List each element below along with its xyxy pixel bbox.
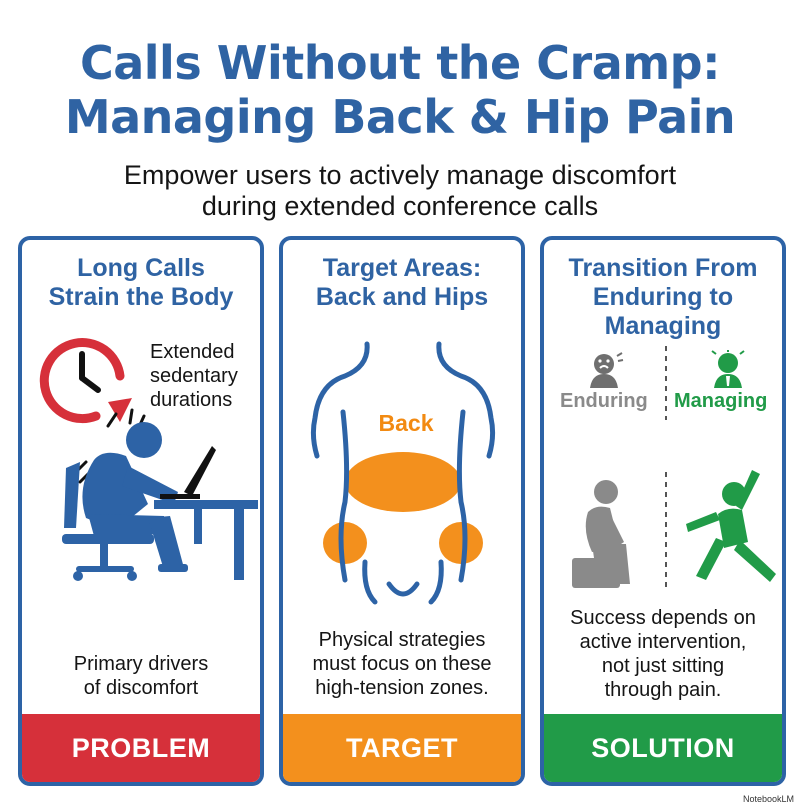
subtitle-line-2: during extended conference calls <box>201 191 599 221</box>
problem-card: Long Calls Strain the Body Extended sede… <box>18 236 264 786</box>
subtitle-line-1: Empower users to actively manage discomf… <box>123 160 677 190</box>
target-desc-line-2: must focus on these <box>312 653 492 675</box>
solution-desc-line-2: active intervention, <box>579 631 747 653</box>
solution-desc-line-4: through pain. <box>604 679 722 701</box>
problem-side-text: Extended sedentary durations <box>150 340 238 412</box>
torso-outline-icon <box>310 341 496 605</box>
page-title: Calls Without the Cramp: Managing Back &… <box>0 36 800 144</box>
solution-heading-line-3: Managing <box>604 312 722 340</box>
solution-heading-line-2: Enduring to <box>592 283 734 311</box>
problem-side-line-1: Extended <box>150 341 235 363</box>
stretching-person-icon <box>686 470 776 582</box>
problem-side-line-3: durations <box>150 389 233 411</box>
problem-desc-line-2: of discomfort <box>83 677 199 699</box>
divider-top <box>665 346 667 420</box>
solution-heading: Transition From Enduring to Managing <box>544 254 782 341</box>
problem-description: Primary drivers of discomfort <box>22 652 260 700</box>
target-heading-line-2: Back and Hips <box>315 283 489 311</box>
target-desc-line-1: Physical strategies <box>318 629 486 651</box>
target-footer: TARGET <box>283 714 521 782</box>
page-subtitle: Empower users to actively manage discomf… <box>0 160 800 222</box>
back-zone-label: Back <box>378 410 434 436</box>
solution-footer: SOLUTION <box>544 714 782 782</box>
hips-zone-label: Hips <box>381 516 431 542</box>
target-heading-line-1: Target Areas: <box>322 254 482 282</box>
title-line-2: Managing Back & Hip Pain <box>64 90 736 144</box>
slumped-sitter-icon <box>572 480 630 588</box>
title-line-1: Calls Without the Cramp: <box>79 36 721 90</box>
target-heading: Target Areas: Back and Hips <box>283 254 521 312</box>
target-description: Physical strategies must focus on these … <box>283 628 521 700</box>
problem-heading-line-1: Long Calls <box>77 254 205 282</box>
branding-text: NotebookLM <box>742 794 794 804</box>
problem-heading-line-2: Strain the Body <box>48 283 234 311</box>
divider-bottom <box>665 472 667 590</box>
target-desc-line-3: high-tension zones. <box>315 677 489 699</box>
problem-footer: PROBLEM <box>22 714 260 782</box>
solution-heading-line-1: Transition From <box>568 254 758 282</box>
enduring-label: Enduring <box>560 390 648 412</box>
seated-worker-icon <box>62 408 258 581</box>
target-card: Target Areas: Back and Hips Back Hips Ph… <box>279 236 525 786</box>
solution-desc-line-3: not just sitting <box>601 655 725 677</box>
sad-person-icon <box>590 352 624 388</box>
problem-desc-line-1: Primary drivers <box>73 653 209 675</box>
problem-heading: Long Calls Strain the Body <box>22 254 260 312</box>
clock-icon <box>39 338 132 424</box>
solution-description: Success depends on active intervention, … <box>544 606 782 702</box>
happy-person-icon <box>711 350 745 388</box>
managing-label: Managing <box>674 390 768 412</box>
solution-card: Transition From Enduring to Managing End… <box>540 236 786 786</box>
solution-desc-line-1: Success depends on <box>570 607 756 629</box>
problem-side-line-2: sedentary <box>150 365 238 387</box>
